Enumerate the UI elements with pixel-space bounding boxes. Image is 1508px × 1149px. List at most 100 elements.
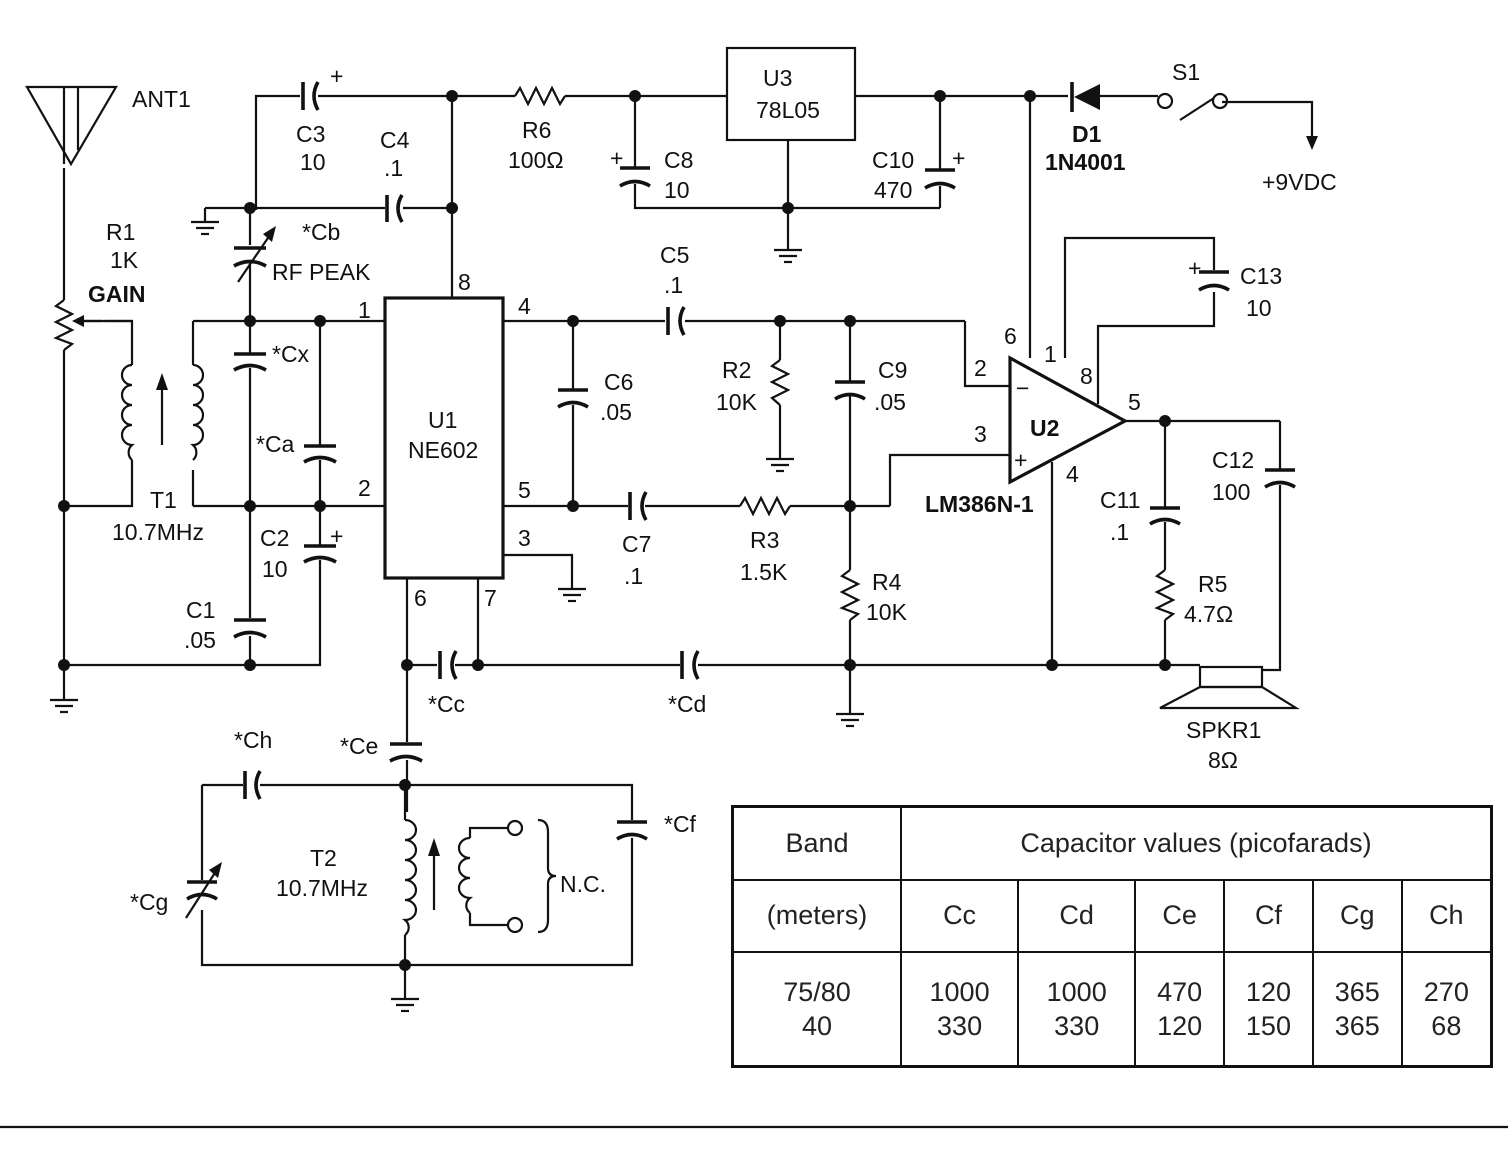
junction-dots [58,90,1171,971]
label-cc: *Cc [428,691,465,717]
band-unit: (meters) [731,879,902,953]
svg-text:8: 8 [458,269,471,295]
label-u3-value: 78L05 [756,97,820,123]
label-c8: C8 [664,147,693,173]
label-c10: C10 [872,147,914,173]
capacitor-ch [243,770,262,800]
label-spkr1-value: 8Ω [1208,747,1238,773]
capacitor-cc [438,650,458,680]
band-header: Band [731,805,902,881]
resistor-r4 [839,569,861,621]
label-nc: N.C. [560,871,606,897]
column-header: Cc [899,878,1020,953]
capacitor-c10 [924,168,956,190]
label-r5-value: 4.7Ω [1184,601,1233,627]
potentiometer-r1 [53,299,102,351]
capacitor-c2 [303,544,337,564]
label-c6-value: .05 [600,399,632,425]
label-r1-value: 1K [110,247,139,273]
resistor-r2 [769,359,791,406]
capacitor-c3 [301,81,320,111]
svg-text:4: 4 [518,293,531,319]
svg-text:3: 3 [518,525,531,551]
label-t2-value: 10.7MHz [276,875,368,901]
svg-text:+: + [330,523,343,549]
svg-text:1: 1 [1044,341,1057,367]
label-d1-value: 1N4001 [1045,149,1126,175]
ground-icon [772,234,804,264]
svg-text:+: + [1188,255,1201,281]
svg-text:3: 3 [974,421,987,447]
label-c7-value: .1 [624,563,643,589]
ground-icon [48,684,80,714]
capacitor-values-table: Band Capacitor values (picofarads) (mete… [731,805,1493,1068]
label-c5: C5 [660,242,689,268]
capacitor-c12 [1264,468,1296,489]
label-r4: R4 [872,569,902,595]
resistor-r5 [1154,569,1176,621]
label-r6-value: 100Ω [508,147,564,173]
ground-icon [764,443,796,473]
label-r3-value: 1.5K [740,559,788,585]
label-r1: R1 [106,219,135,245]
label-ant1: ANT1 [132,86,191,112]
capacitor-c4 [385,194,404,223]
capacitor-c7 [628,491,648,521]
capacitor-c13 [1198,270,1230,292]
switch-s1 [1156,92,1318,150]
capacitor-ce [389,742,423,763]
label-u2-value: LM386N-1 [925,491,1034,517]
ground-icon [834,698,866,728]
ground-icon [389,983,421,1013]
label-ca: *Ca [256,431,295,457]
column-header: Ch [1400,878,1493,953]
label-t2: T2 [310,845,337,871]
label-t1-value: 10.7MHz [112,519,204,545]
wires [0,94,1508,1129]
pin-numbers: 8 1 2 4 5 3 6 7 6 1 8 2 3 5 4 − + [358,269,1141,611]
label-c2-value: 10 [262,556,288,582]
label-c13-value: 10 [1246,295,1272,321]
opamp-u2-lm386 [1008,355,1129,485]
label-t1: T1 [150,487,177,513]
svg-text:4: 4 [1066,461,1079,487]
diode-d1 [1070,82,1100,112]
label-c3: C3 [296,121,325,147]
column-header: Cf [1223,878,1314,953]
capacitor-cx [233,352,267,372]
label-r3: R3 [750,527,779,553]
label-c13: C13 [1240,263,1282,289]
capacitor-c6 [557,388,589,409]
column-header: Ce [1134,878,1226,953]
svg-text:1: 1 [358,297,371,323]
component-labels: ANT1 R1 1K GAIN C3 10 C4 .1 *Cb RF PEAK … [88,59,1337,915]
label-c10-value: 470 [874,177,912,203]
label-c11-value: .1 [1110,519,1129,545]
ground-icon [189,206,221,236]
svg-text:6: 6 [414,585,427,611]
label-u2: U2 [1030,415,1059,441]
svg-text:2: 2 [974,355,987,381]
capacitor-cb-rf-peak [233,226,276,283]
label-r2-value: 10K [716,389,758,415]
capacitor-c1 [233,618,267,639]
capacitor-cg [185,862,222,919]
label-rf-peak: RF PEAK [272,259,371,285]
speaker-spkr1 [1159,665,1300,710]
label-spkr1: SPKR1 [1186,717,1261,743]
label-c1: C1 [186,597,215,623]
label-c3-value: 10 [300,149,326,175]
label-gain: GAIN [88,281,146,307]
label-r2: R2 [722,357,751,383]
ic-u1-ne602 [383,296,505,580]
svg-text:+: + [952,145,965,171]
label-c12: C12 [1212,447,1254,473]
capacitor-ca [303,444,337,464]
column-header: Cg [1311,878,1403,953]
regulator-u3 [725,46,857,142]
